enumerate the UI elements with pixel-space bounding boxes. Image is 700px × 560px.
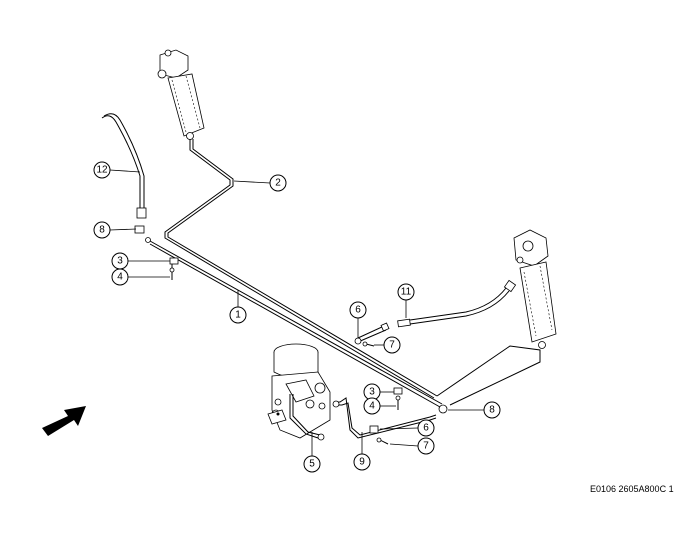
arrow-up-right-icon: [42, 406, 86, 436]
callout-6b: 6: [417, 419, 435, 437]
callout-8b-label: 8: [489, 405, 495, 416]
callout-1: 1: [229, 306, 247, 324]
bolt-7b: [376, 437, 389, 445]
hose-12: [101, 113, 147, 219]
pipe-2: [164, 139, 541, 406]
leader-12: [109, 169, 141, 173]
callout-4b-label: 4: [369, 401, 375, 412]
callout-8b: 8: [483, 401, 501, 419]
callout-4a-label: 4: [117, 272, 123, 283]
callout-8a-label: 8: [99, 225, 105, 236]
callout-3a: 3: [111, 252, 129, 270]
callout-2-label: 2: [275, 178, 281, 189]
callout-1-label: 1: [235, 310, 241, 321]
callout-12-label: 12: [96, 165, 108, 176]
fitting-6a: [354, 322, 390, 345]
callout-5: 5: [303, 455, 321, 473]
clamp-3a: [169, 257, 179, 276]
fitting-6b: [369, 425, 379, 434]
callout-11: 11: [397, 283, 415, 301]
right-cylinder: [513, 229, 557, 349]
fitting-8a: [134, 225, 145, 234]
leader-7b: [389, 443, 419, 447]
leader-2: [233, 180, 271, 184]
valve-block: [267, 343, 331, 439]
callout-3a-label: 3: [117, 256, 123, 267]
callout-6b-label: 6: [423, 423, 429, 434]
clamp-3b: [393, 387, 403, 395]
callout-5-label: 5: [309, 459, 315, 470]
bolt-7a: [362, 341, 375, 347]
callout-7a: 7: [383, 336, 401, 354]
callout-8a: 8: [93, 221, 111, 239]
callout-3b-label: 3: [369, 387, 375, 398]
callout-4a: 4: [111, 268, 129, 286]
callout-2: 2: [269, 174, 287, 192]
callout-12: 12: [93, 161, 111, 179]
pipe-5: [289, 394, 325, 441]
callout-6a: 6: [349, 301, 367, 319]
bolt-4b: [395, 395, 401, 410]
pipe-1: [145, 237, 448, 414]
callout-7b-label: 7: [423, 441, 429, 452]
leader-6b: [379, 427, 419, 430]
hose-11: [397, 279, 517, 328]
pipe-9: [332, 397, 437, 439]
document-code: E0106 2605A800C 1: [590, 484, 674, 494]
leader-8a: [109, 228, 137, 231]
callout-9-label: 9: [359, 457, 365, 468]
callout-7a-label: 7: [389, 340, 395, 351]
callout-3b: 3: [363, 383, 381, 401]
callout-7b: 7: [417, 437, 435, 455]
callout-6a-label: 6: [355, 305, 361, 316]
upper-cylinder: [157, 49, 205, 140]
callout-11-label: 11: [401, 287, 412, 298]
callout-9: 9: [353, 453, 371, 471]
bolt-4a: [169, 267, 175, 280]
callout-4b: 4: [363, 397, 381, 415]
